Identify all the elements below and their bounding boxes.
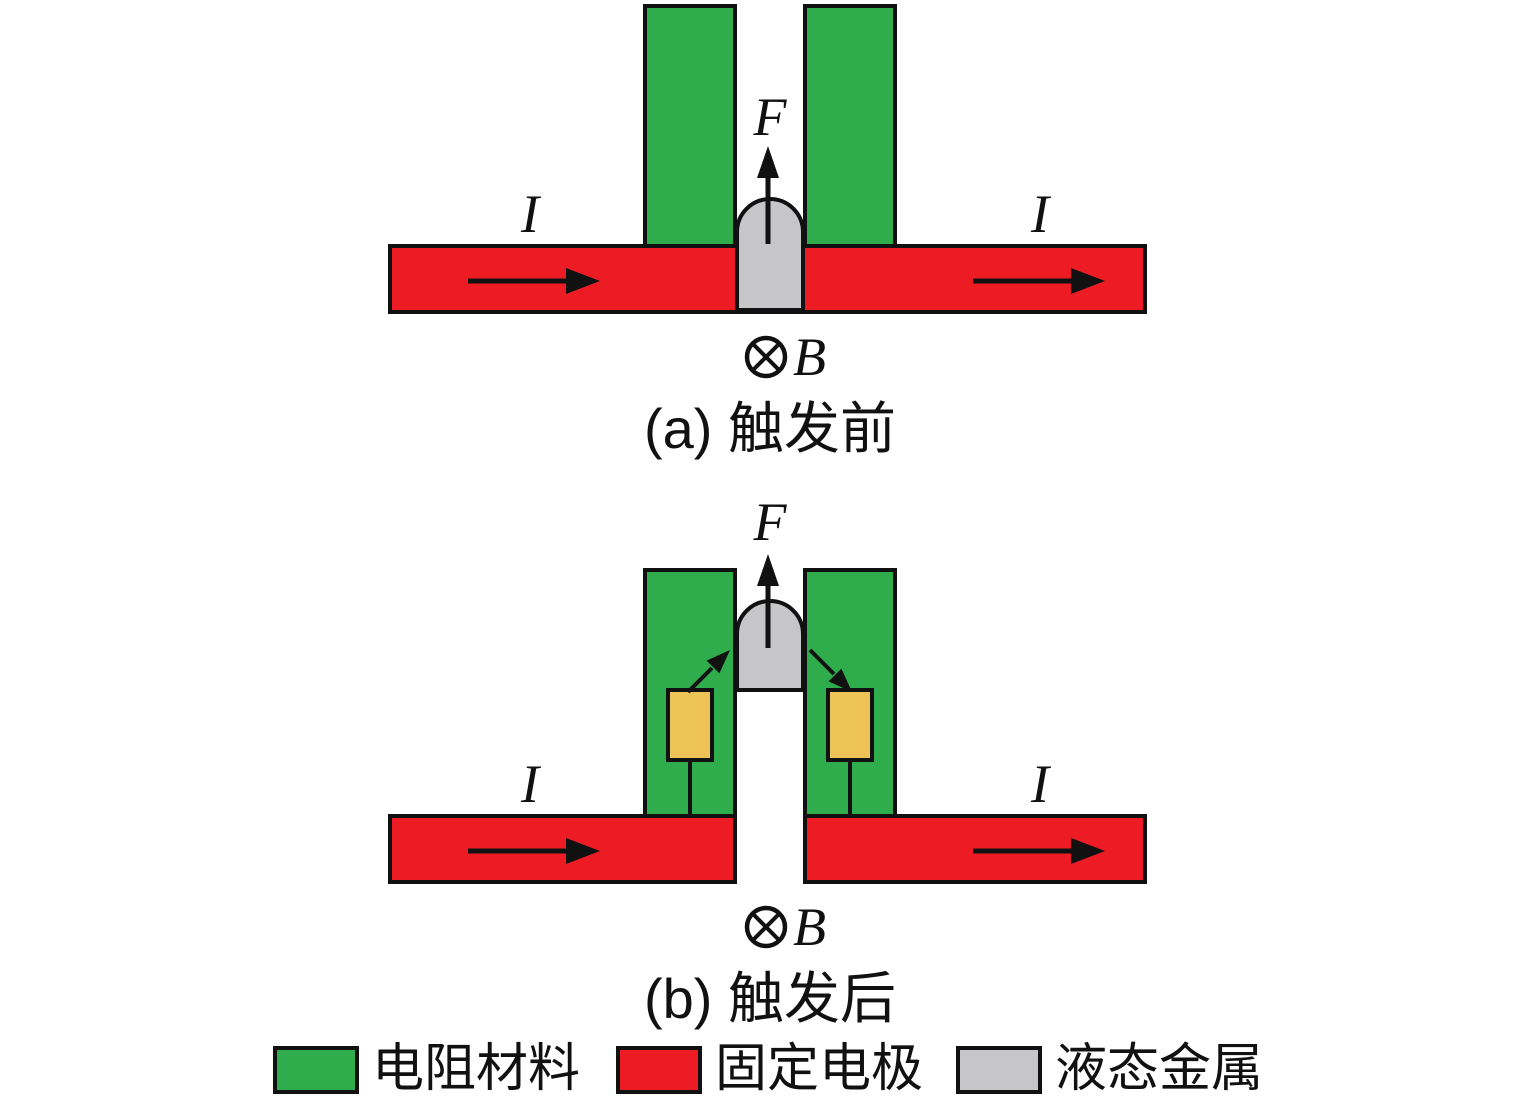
current-arrow-head-left-b [566,838,600,864]
legend-swatch-fixed-electrode [616,1046,702,1094]
resistive-bar-left-a [643,4,737,248]
panel-b: F I I [388,492,1147,1030]
field-symbol-b: B [744,897,826,957]
legend-swatch-resistive-material [273,1046,359,1094]
diag-arrow-line-left [686,666,714,694]
force-label-a: F [753,87,788,147]
field-symbol-a: B [744,327,826,387]
diag-arrow-line-right [808,648,836,676]
legend-label-resistive-material: 电阻材料 [372,1040,580,1098]
legend-label-liquid-metal: 液态金属 [1055,1040,1263,1098]
field-label-a: B [793,327,826,387]
legend: 电阻材料 固定电极 液态金属 [273,1040,1263,1098]
force-arrow-head-a [757,146,779,178]
diag-arrow-head-right [828,668,852,692]
field-cross-2-a [751,342,781,372]
current-label-right-a: I [1030,184,1052,244]
field-label-b: B [793,897,826,957]
current-label-left-b: I [520,754,542,814]
current-arrow-head-left-a [566,268,600,294]
diag-arrow-head-left [706,650,730,674]
legend-label-fixed-electrode: 固定电极 [715,1040,923,1098]
resistive-bar-right-a [803,4,897,248]
current-arrow-head-right-b [1071,838,1105,864]
caption-b: (b) 触发后 [644,967,896,1030]
current-label-left-a: I [520,184,542,244]
current-label-right-b: I [1030,754,1052,814]
resistor-block-left [666,688,714,762]
resistor-block-right [826,688,874,762]
liquid-metal-dome-a [735,197,805,312]
caption-a: (a) 触发前 [644,397,896,460]
legend-swatch-liquid-metal [956,1046,1042,1094]
panel-a: F I I B (a) 触发前 [388,4,1147,460]
current-arrow-head-right-a [1071,268,1105,294]
force-label-b: F [753,492,788,552]
field-cross-2-b [751,912,781,942]
force-arrow-head-b [757,554,779,586]
